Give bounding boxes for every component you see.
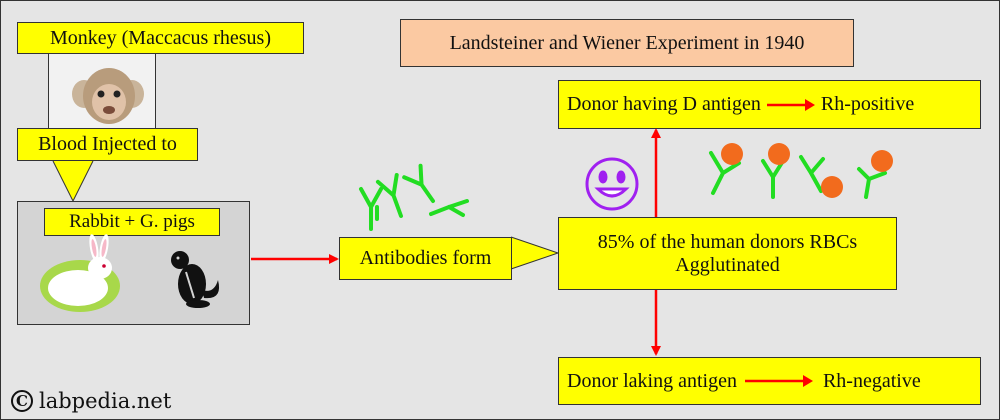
monkey-image-frame [48, 53, 156, 129]
antibody-icon [429, 199, 469, 217]
antigen-icon [768, 143, 790, 165]
antibodies-callout-tail [510, 236, 560, 270]
antibody-icon [857, 167, 887, 199]
antibody-antigen-group [709, 143, 893, 199]
agglutination-box: 85% of the human donors RBCs Agglutinate… [558, 217, 897, 290]
donor-negative-box: Donor laking antigen Rh-negative [558, 357, 981, 405]
antibody-icon [402, 163, 435, 203]
agglutination-line-1: 85% of the human donors RBCs [597, 230, 858, 253]
rabbit-icon [40, 234, 120, 312]
animals-label: Rabbit + G. pigs [44, 208, 220, 236]
chipmunk-icon [171, 251, 220, 308]
experiment-title: Landsteiner and Wiener Experiment in 194… [400, 19, 854, 67]
agglutination-line-2: Agglutinated [675, 253, 780, 276]
smiley-icon [585, 157, 639, 211]
copyright-icon: C [11, 390, 33, 412]
watermark: C labpedia.net [11, 389, 171, 413]
antibody-icon [359, 187, 383, 231]
injected-label: Blood Injected to [17, 128, 198, 161]
antigen-icon [821, 176, 843, 198]
antigen-icon [721, 143, 743, 165]
monkey-icon [72, 68, 144, 124]
antibody-icon [709, 151, 741, 195]
antibody-icon [799, 155, 825, 193]
antibody-group-left [359, 163, 469, 231]
donor-positive-text: Donor having D antigen [567, 93, 761, 115]
watermark-text: labpedia.net [39, 389, 172, 413]
antibodies-form-label: Antibodies form [339, 237, 512, 280]
animal-icons [40, 234, 220, 312]
animals-box: Rabbit + G. pigs [17, 201, 250, 325]
arrow-right-icon [766, 98, 815, 111]
donor-negative-text: Donor laking antigen [567, 369, 737, 392]
monkey-label: Monkey (Maccacus rhesus) [17, 22, 304, 54]
antigen-icon [871, 150, 893, 172]
rh-negative-text: Rh-negative [822, 369, 921, 392]
antibody-icon [375, 172, 403, 218]
injected-callout-tail [52, 160, 94, 203]
antibody-icon [761, 159, 785, 199]
donor-positive-box: Donor having D antigen Rh-positive [558, 80, 981, 129]
arrow-right-icon [744, 375, 813, 387]
rh-positive-text: Rh-positive [820, 93, 915, 115]
